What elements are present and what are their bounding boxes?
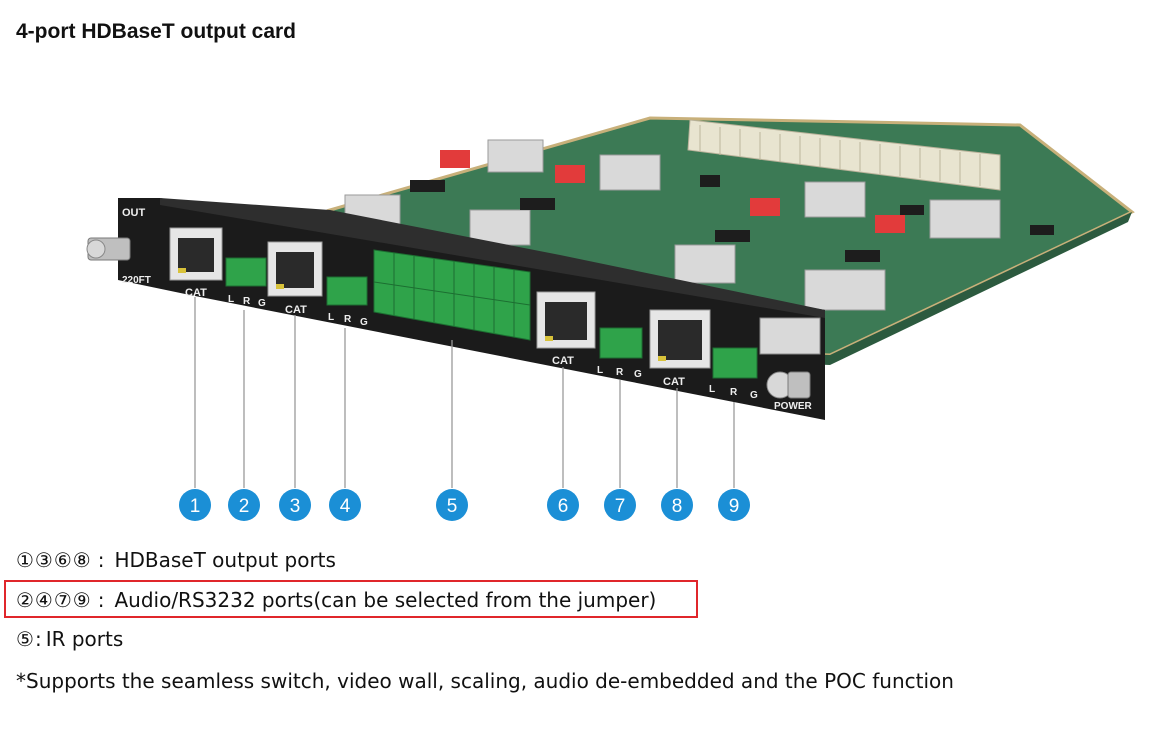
legend-separator: :: [97, 588, 105, 612]
legend-numbers: ①③⑥⑧: [16, 548, 92, 572]
panel-label-model: 220FT: [122, 275, 151, 286]
callout-2: 2: [228, 489, 260, 521]
callout-4: 4: [329, 489, 361, 521]
panel-label-out: OUT: [122, 207, 146, 219]
ir-terminal-block-5: [373, 249, 531, 341]
leader-lines: [194, 297, 735, 488]
legend-numbers: ②④⑦⑨: [16, 588, 92, 612]
page-title: 4-port HDBaseT output card: [16, 20, 297, 43]
callout-circle: [547, 489, 579, 521]
callout-number-1: 1: [190, 496, 201, 517]
cat-port-3: CAT: [267, 241, 323, 316]
cat-port-6: CAT: [536, 291, 596, 367]
legend-line-hdbaset: ①③⑥⑧: HDBaseT output ports: [16, 548, 336, 572]
callout-number-4: 4: [340, 496, 351, 517]
legend-line-ir: ⑤:IR ports: [16, 627, 123, 651]
footnote: *Supports the seamless switch, video wal…: [16, 669, 954, 693]
callout-circle: [718, 489, 750, 521]
callout-7: 7: [604, 489, 636, 521]
lrg-r-2: R: [243, 296, 251, 307]
callout-1: 1: [179, 489, 211, 521]
callout-circle: [228, 489, 260, 521]
callout-circle: [604, 489, 636, 521]
cat-label-1: CAT: [185, 287, 207, 299]
callout-3: 3: [279, 489, 311, 521]
lrg-g-9: G: [750, 390, 758, 401]
callout-number-2: 2: [239, 496, 250, 517]
audio-terminal-4: L R G: [326, 276, 368, 328]
callout-5: 5: [436, 489, 468, 521]
callout-circle: [329, 489, 361, 521]
audio-terminal-9: L R G: [709, 347, 758, 401]
legend-line-audio-rs232: ②④⑦⑨: Audio/RS3232 ports(can be selected …: [16, 588, 656, 612]
callout-number-6: 6: [558, 496, 569, 517]
red-connectors: [440, 150, 905, 233]
lrg-g-2: G: [258, 298, 266, 309]
legend-text: Audio/RS3232 ports(can be selected from …: [114, 588, 657, 612]
lrg-l-9: L: [709, 384, 715, 395]
lrg-r-7: R: [616, 367, 624, 378]
cat-label-8: CAT: [663, 376, 685, 388]
legend-separator: :: [97, 548, 105, 572]
edge-connector-pins: [699, 125, 981, 186]
callout-number-7: 7: [615, 496, 626, 517]
callout-number-9: 9: [729, 496, 740, 517]
callout-number-5: 5: [447, 496, 458, 517]
callout-number-8: 8: [672, 496, 683, 517]
highlight-box: [4, 580, 698, 618]
lrg-l-4: L: [328, 312, 334, 323]
legend-separator: :: [34, 627, 42, 651]
callout-circle: [661, 489, 693, 521]
callout-circle: [179, 489, 211, 521]
edge-connector: [687, 119, 1001, 191]
front-panel-top: [160, 198, 825, 318]
cat-label-3: CAT: [285, 304, 307, 316]
callout-6: 6: [547, 489, 579, 521]
callout-circle: [279, 489, 311, 521]
right-thumbscrew: [766, 371, 811, 399]
legend-text: IR ports: [45, 627, 124, 651]
lrg-r-9: R: [730, 387, 738, 398]
callout-circle: [436, 489, 468, 521]
legend-text: HDBaseT output ports: [114, 548, 336, 572]
heatsinks: [344, 139, 1001, 311]
callout-9: 9: [718, 489, 750, 521]
legend-numbers: ⑤: [16, 627, 35, 651]
callout-8: 8: [661, 489, 693, 521]
ics: [410, 175, 1054, 262]
panel-label-power: POWER: [774, 401, 813, 412]
audio-terminal-7: L R G: [597, 327, 643, 380]
callout-number-3: 3: [290, 496, 301, 517]
lrg-l-7: L: [597, 365, 603, 376]
lrg-l-2: L: [228, 294, 234, 305]
lrg-r-4: R: [344, 314, 352, 325]
left-thumbscrew: [86, 237, 131, 261]
cat-label-6: CAT: [552, 355, 574, 367]
lrg-g-4: G: [360, 317, 368, 328]
cat-port-8: CAT: [649, 309, 711, 388]
lrg-g-7: G: [634, 369, 642, 380]
cat-port-1: CAT: [169, 227, 223, 299]
dip-switch: [759, 317, 821, 355]
audio-terminal-2: L R G: [225, 257, 267, 309]
